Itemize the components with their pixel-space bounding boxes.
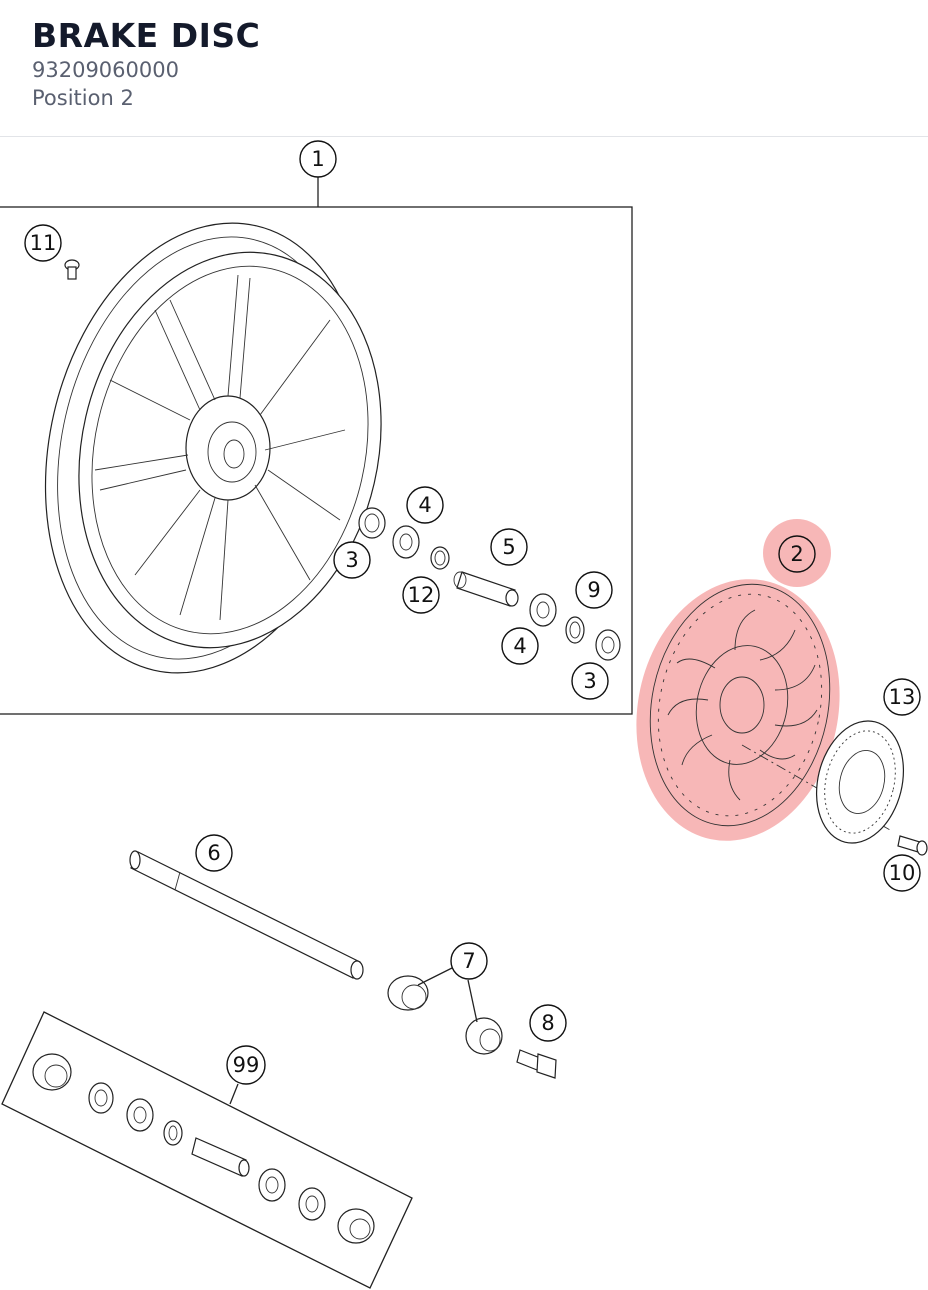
svg-text:6: 6 <box>207 841 220 865</box>
repair-kit-parts <box>32 1053 375 1244</box>
svg-text:3: 3 <box>583 669 596 693</box>
callout-6[interactable]: 6 <box>195 834 233 872</box>
svg-text:7: 7 <box>462 949 475 973</box>
callout-3-lower[interactable]: 3 <box>571 662 609 700</box>
svg-text:13: 13 <box>889 685 916 709</box>
callout-9[interactable]: 9 <box>575 571 613 609</box>
brake-disc-highlight <box>636 519 840 841</box>
svg-text:10: 10 <box>889 861 916 885</box>
wheel-axle <box>129 850 364 980</box>
svg-text:12: 12 <box>408 583 435 607</box>
wheel-bearings-parts <box>358 507 621 661</box>
page-title: BRAKE DISC <box>32 16 261 55</box>
svg-text:2: 2 <box>790 542 803 566</box>
svg-text:9: 9 <box>587 578 600 602</box>
svg-text:11: 11 <box>30 231 57 255</box>
callout-8[interactable]: 8 <box>529 1004 567 1042</box>
axle-bolt <box>516 1049 557 1079</box>
callout-4-lower[interactable]: 4 <box>501 627 539 665</box>
leader-99 <box>229 1083 239 1105</box>
callout-5[interactable]: 5 <box>490 528 528 566</box>
callout-3-upper[interactable]: 3 <box>333 541 371 579</box>
svg-text:4: 4 <box>513 634 526 658</box>
repair-kit-frame <box>1 1011 413 1289</box>
disc-screw <box>897 835 928 856</box>
sensor-ring <box>815 720 905 844</box>
callout-1[interactable]: 1 <box>299 140 337 178</box>
callout-7[interactable]: 7 <box>450 942 488 980</box>
valve-screw <box>64 259 80 280</box>
spacers <box>387 975 503 1055</box>
callout-2-selected[interactable]: 2 <box>778 535 816 573</box>
leader-7b <box>467 979 478 1023</box>
wheel-assembly-frame <box>0 206 633 715</box>
callout-11[interactable]: 11 <box>24 224 62 262</box>
callout-13[interactable]: 13 <box>883 678 921 716</box>
leader-7a <box>417 967 453 986</box>
svg-text:4: 4 <box>418 493 431 517</box>
position-label: Position 2 <box>32 86 134 110</box>
callout-99[interactable]: 99 <box>226 1045 266 1085</box>
brake-disc <box>649 583 831 827</box>
callout-10[interactable]: 10 <box>883 854 921 892</box>
page-header: BRAKE DISC 93209060000 Position 2 <box>0 0 928 137</box>
svg-text:5: 5 <box>502 535 515 559</box>
svg-text:3: 3 <box>345 548 358 572</box>
front-wheel <box>44 222 382 674</box>
callout-12[interactable]: 12 <box>402 576 440 614</box>
callout-4-upper[interactable]: 4 <box>406 486 444 524</box>
svg-text:99: 99 <box>233 1053 260 1077</box>
svg-text:8: 8 <box>541 1011 554 1035</box>
svg-text:1: 1 <box>311 147 324 171</box>
part-number: 93209060000 <box>32 58 179 82</box>
